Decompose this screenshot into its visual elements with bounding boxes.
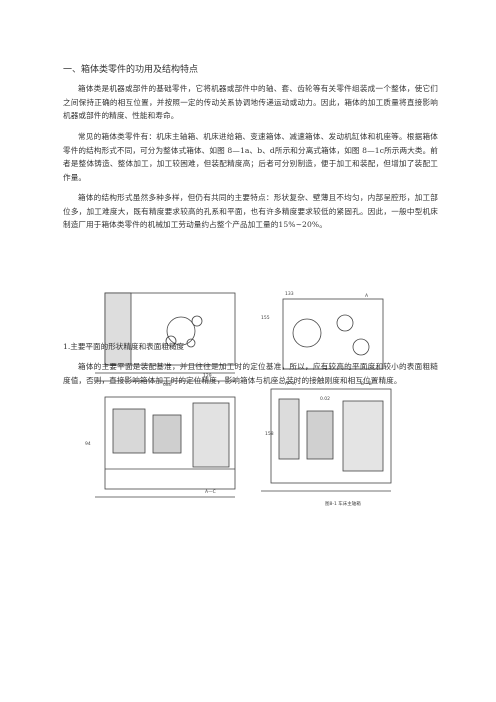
section-label-bb: B—B (361, 381, 372, 387)
subsection-heading: 1.主要平面的形状精度和表面粗糙度 (63, 342, 185, 351)
section-view-outline (270, 388, 392, 484)
paragraph-types: 常见的箱体类零件有：机床主轴箱、机床进给箱、变速箱体、减速箱体、发动机缸体和机座… (63, 132, 438, 182)
figure-caption: 图8-1 车床主轴箱 (325, 500, 361, 507)
front-view-outline (104, 396, 236, 490)
paragraph-function: 箱体类是机器或部件的基础零件，它将机器或部件中的轴、套、齿轮等有关零件组装成一个… (63, 84, 438, 121)
section-heading: 一、箱体类零件的功用及结构特点 (63, 65, 199, 75)
headstock-drawing-figure: 680 129 94 155 133 158 A—A B—B A 0.02 A—… (75, 285, 421, 511)
dim-155: 155 (261, 315, 270, 321)
engineering-drawing: 680 129 94 155 133 158 A—A B—B A 0.02 A—… (85, 291, 392, 507)
dim-158: 158 (265, 431, 274, 437)
dim-133: 133 (285, 291, 294, 297)
paragraph-planes: 箱体的主要平面是装配基准，并且往往是加工时的定位基准，所以，应有较高的平面度和较… (63, 362, 438, 385)
tolerance-label-ac: A—C (205, 489, 216, 495)
tolerance-label-002: 0.02 (320, 396, 330, 402)
dim-680: 680 (163, 382, 172, 388)
section-label-aa: A—A (285, 381, 297, 387)
tolerance-label-a: A (365, 293, 369, 299)
side-view-outline (282, 298, 384, 370)
dim-94: 94 (85, 441, 91, 447)
dim-129: 129 (203, 373, 212, 379)
paragraph-features: 箱体的结构形式虽然多种多样，但仍有共同的主要特点：形状复杂、壁薄且不均匀，内部呈… (63, 193, 438, 230)
